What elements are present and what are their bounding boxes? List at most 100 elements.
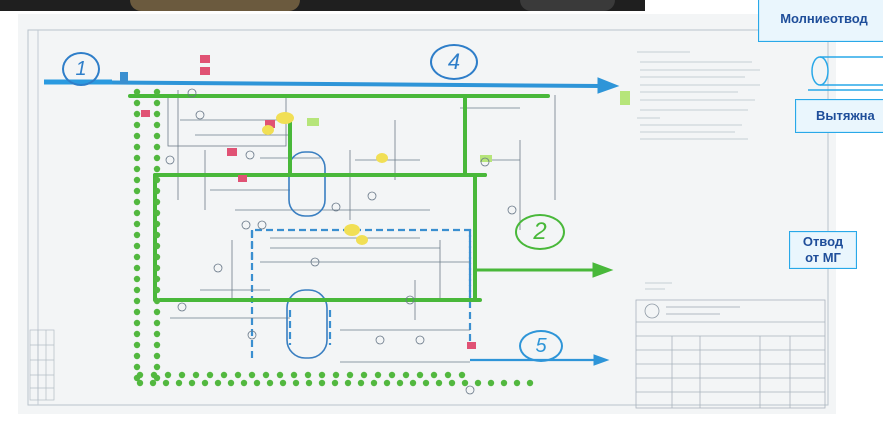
perimeter-dot: [332, 371, 340, 379]
perimeter-dot: [153, 209, 161, 217]
title-block: [635, 299, 826, 409]
perimeter-dot: [133, 165, 141, 173]
perimeter-dot: [175, 379, 183, 387]
green-dotted-perimeter: [133, 88, 534, 387]
perimeter-dot: [461, 379, 469, 387]
perimeter-dot: [220, 371, 228, 379]
perimeter-dot: [444, 371, 452, 379]
perimeter-dot: [153, 275, 161, 283]
photo-top-strip: [0, 0, 645, 11]
perimeter-dot: [149, 379, 157, 387]
perimeter-dot: [188, 379, 196, 387]
perimeter-dot: [153, 165, 161, 173]
perimeter-dot: [150, 371, 158, 379]
perimeter-dot: [248, 371, 256, 379]
perimeter-dot: [513, 379, 521, 387]
perimeter-dot: [153, 143, 161, 151]
yellow-tags: [262, 112, 388, 245]
red-tags: [120, 55, 476, 349]
perimeter-dot: [164, 371, 172, 379]
perimeter-dot: [133, 319, 141, 327]
perimeter-dot: [153, 242, 161, 250]
perimeter-dot: [153, 198, 161, 206]
perimeter-dot: [262, 371, 270, 379]
perimeter-dot: [133, 209, 141, 217]
perimeter-dot: [201, 379, 209, 387]
perimeter-dot: [227, 379, 235, 387]
left-title-strip: [29, 329, 55, 401]
outlet-callout: Отвод от МГ: [789, 231, 857, 269]
perimeter-dot: [435, 379, 443, 387]
perimeter-dot: [133, 187, 141, 195]
perimeter-dot: [133, 99, 141, 107]
stream-1-label: 1: [62, 52, 100, 86]
perimeter-dot: [206, 371, 214, 379]
perimeter-dot: [357, 379, 365, 387]
perimeter-dot: [153, 286, 161, 294]
perimeter-dot: [153, 220, 161, 228]
perimeter-dot: [344, 379, 352, 387]
light-green-marks: [307, 91, 630, 162]
process-piping: [167, 90, 556, 363]
perimeter-dot: [133, 88, 141, 96]
perimeter-dot: [153, 341, 161, 349]
perimeter-dot: [178, 371, 186, 379]
perimeter-dot: [448, 379, 456, 387]
outlet-text-line1: Отвод: [802, 234, 844, 249]
dashed-boundary: [250, 228, 472, 360]
lightning-rod-callout: Молниеотвод: [758, 0, 883, 42]
perimeter-dot: [153, 363, 161, 371]
vessel-lower: [286, 289, 328, 359]
perimeter-dot: [346, 371, 354, 379]
perimeter-dot: [234, 371, 242, 379]
main-blue-line: [43, 77, 620, 94]
general-notes-block: [637, 51, 760, 290]
perimeter-dot: [136, 371, 144, 379]
perimeter-dot: [290, 371, 298, 379]
perimeter-dot: [266, 379, 274, 387]
perimeter-dot: [416, 371, 424, 379]
perimeter-dot: [240, 379, 248, 387]
perimeter-dot: [388, 371, 396, 379]
vessel-upper: [288, 151, 326, 217]
perimeter-dot: [133, 143, 141, 151]
perimeter-dot: [318, 379, 326, 387]
perimeter-dot: [153, 330, 161, 338]
photo-top-shape: [130, 0, 300, 11]
perimeter-dot: [133, 242, 141, 250]
perimeter-dot: [318, 371, 326, 379]
perimeter-dot: [133, 231, 141, 239]
perimeter-dot: [500, 379, 508, 387]
perimeter-dot: [153, 253, 161, 261]
perimeter-dot: [304, 371, 312, 379]
perimeter-dot: [402, 371, 410, 379]
perimeter-dot: [153, 121, 161, 129]
scroll-shape: [808, 56, 883, 91]
perimeter-dot: [487, 379, 495, 387]
perimeter-dot: [153, 154, 161, 162]
vent-text: Вытяжна: [816, 108, 875, 123]
perimeter-dot: [153, 297, 161, 305]
vent-callout: Вытяжна: [795, 99, 883, 133]
perimeter-dot: [153, 319, 161, 327]
perimeter-dot: [474, 379, 482, 387]
green-piping: [128, 94, 550, 302]
stream-5-number: 5: [535, 334, 547, 357]
perimeter-dot: [133, 330, 141, 338]
lightning-rod-text: Молниеотвод: [780, 11, 868, 26]
perimeter-dot: [153, 88, 161, 96]
perimeter-dot: [360, 371, 368, 379]
outlet-text-line2: от МГ: [805, 250, 841, 265]
perimeter-dot: [133, 132, 141, 140]
perimeter-dot: [133, 352, 141, 360]
perimeter-dot: [396, 379, 404, 387]
perimeter-dot: [422, 379, 430, 387]
instrument-bubbles: [165, 88, 517, 395]
perimeter-dot: [292, 379, 300, 387]
perimeter-dot: [383, 379, 391, 387]
perimeter-dot: [133, 220, 141, 228]
perimeter-dot: [133, 110, 141, 118]
perimeter-dot: [409, 379, 417, 387]
perimeter-dot: [153, 99, 161, 107]
